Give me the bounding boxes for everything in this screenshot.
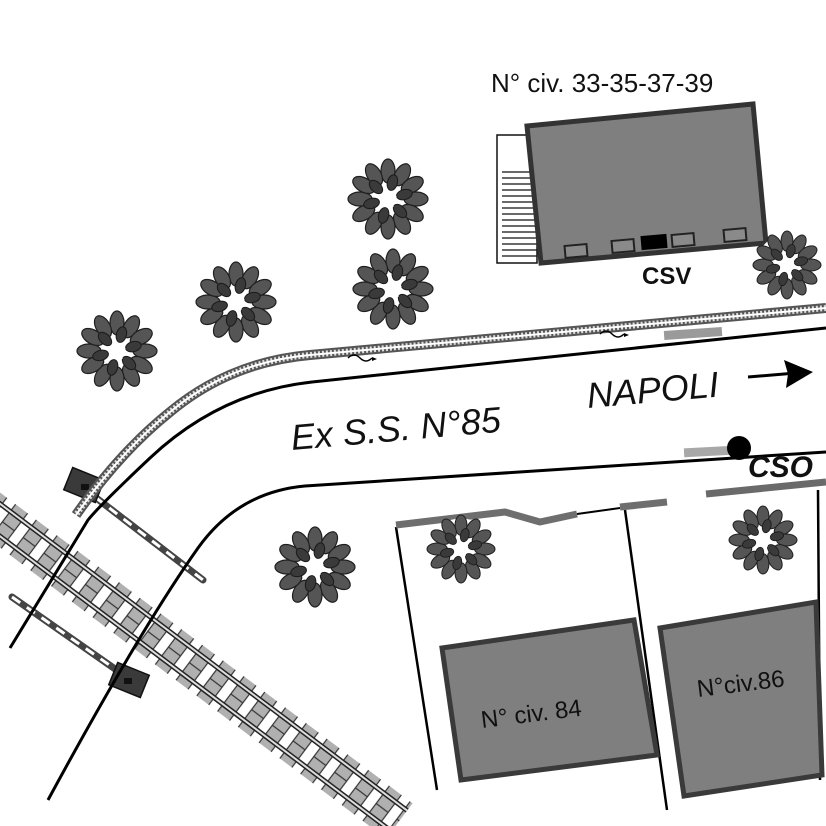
tree-icon — [274, 526, 356, 608]
tree-icon — [76, 310, 158, 392]
layby-mark-upper — [663, 326, 723, 341]
arrow-right-icon — [747, 360, 813, 388]
manhole-icon — [727, 436, 751, 460]
road-boundary-strip — [71, 303, 826, 518]
csv-label: CSV — [642, 263, 691, 290]
cable-marker-1 — [347, 354, 377, 362]
cable-marker-2 — [599, 330, 629, 338]
cso-label: CSO — [748, 451, 813, 484]
tree-icon — [352, 248, 434, 330]
road-name-label: Ex S.S. N°85 — [289, 399, 503, 458]
parcel-fence — [395, 498, 668, 529]
kerb-mark-right — [705, 478, 826, 498]
building-33-39 — [496, 101, 769, 266]
layby-mark-lower — [683, 445, 735, 458]
csv-box — [640, 233, 668, 251]
building-86 — [657, 599, 825, 799]
tree-icon — [347, 158, 429, 240]
building-84 — [439, 617, 660, 783]
railway-track — [0, 490, 413, 826]
parcel-fence-gap — [576, 507, 621, 515]
tree-icon — [728, 505, 798, 575]
tree-icon — [195, 261, 277, 343]
top-building-label: N° civ. 33-35-37-39 — [491, 68, 713, 98]
napoli-label: NAPOLI — [585, 364, 720, 416]
road-edges — [8, 326, 826, 801]
tree-icon — [426, 514, 496, 584]
